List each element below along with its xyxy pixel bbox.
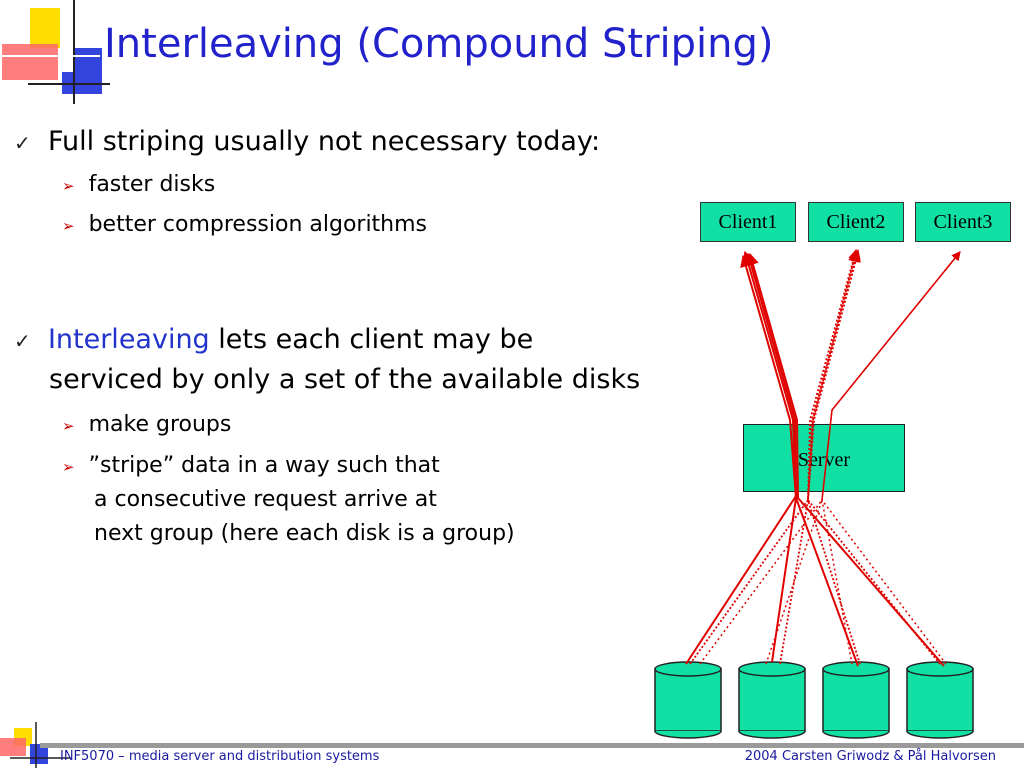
flow-solid-2: [740, 254, 798, 663]
disk-3: [822, 661, 890, 739]
bullet-2-sub-2-cont2: next group (here each disk is a group): [94, 517, 515, 550]
arrow-bullet-icon: ➢: [62, 177, 75, 195]
bullet-2-sub-2-cont: a consecutive request arrive at: [94, 483, 437, 516]
flow-dotted-4: [807, 250, 941, 665]
footer-left: INF5070 – media server and distribution …: [60, 749, 380, 764]
client-1-box: Client1: [700, 202, 796, 242]
checkmark-icon: ✓: [14, 131, 31, 155]
bullet-1-text: Full striping usually not necessary toda…: [47, 126, 601, 157]
flow-dotted-3: [807, 250, 861, 665]
footer-right: 2004 Carsten Griwodz & Pål Halvorsen: [744, 749, 996, 764]
bullet-1-sub-2: ➢ better compression algorithms: [62, 208, 427, 241]
bullet-2-sub-2-line-1: ”stripe” data in a way such that: [88, 453, 440, 478]
arrow-bullet-icon: ➢: [62, 217, 75, 235]
flow-dotted-8: [821, 251, 961, 665]
bullet-2: ✓ Interleaving lets each client may be: [14, 322, 533, 357]
bullet-2-sub-1: ➢ make groups: [62, 408, 231, 441]
disk-2: [738, 661, 806, 739]
footer-divider: [40, 743, 1024, 748]
flow-solid-3: [745, 252, 859, 667]
bullet-2-text-line1: lets each client may be: [209, 324, 534, 355]
disk-1: [654, 661, 722, 739]
client-2-box: Client2: [808, 202, 904, 242]
disk-4: [906, 661, 974, 739]
flow-dotted-6: [765, 251, 961, 665]
flow-dotted-1: [689, 248, 859, 665]
flow-dotted-2: [779, 248, 861, 665]
bullet-2-sub-2-line-2: a consecutive request arrive at: [94, 487, 437, 512]
bullet-2-sub-1-text: make groups: [88, 412, 232, 437]
checkmark-icon: ✓: [14, 329, 31, 353]
bullet-1-sub-1-text: faster disks: [88, 172, 216, 197]
bullet-2-sub-2-line-3: next group (here each disk is a group): [94, 521, 515, 546]
slide-title: Interleaving (Compound Striping): [104, 21, 774, 67]
arrow-bullet-icon: ➢: [62, 417, 75, 435]
bullet-2-highlight: Interleaving: [47, 324, 210, 355]
client-3-box: Client3: [915, 202, 1011, 242]
corner-decoration: [0, 0, 110, 104]
flow-dotted-5: [699, 251, 961, 665]
bullet-2-text-line2: serviced by only a set of the available …: [49, 364, 641, 395]
bullet-1-sub-2-text: better compression algorithms: [88, 212, 428, 237]
bullet-1: ✓ Full striping usually not necessary to…: [14, 124, 600, 159]
bullet-2-line2: serviced by only a set of the available …: [49, 362, 640, 397]
arrow-bullet-icon: ➢: [62, 458, 75, 476]
flow-solid-4: [747, 252, 945, 667]
flow-solid-1: [685, 250, 798, 665]
footer-decoration: [0, 722, 70, 768]
bullet-1-sub-1: ➢ faster disks: [62, 168, 215, 201]
bullet-2-sub-2: ➢ ”stripe” data in a way such that: [62, 449, 440, 482]
